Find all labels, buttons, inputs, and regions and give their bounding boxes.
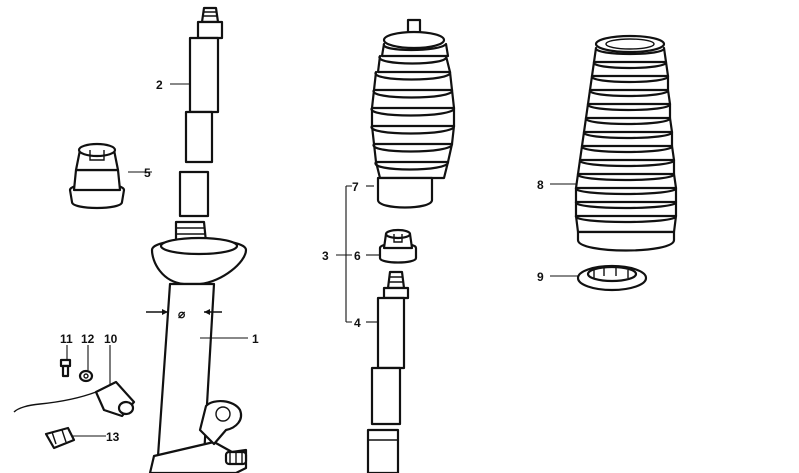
damper-insert-4 xyxy=(366,270,410,473)
callout-6: 6 xyxy=(354,249,361,263)
callout-5: 5 xyxy=(144,166,151,180)
callout-2: 2 xyxy=(156,78,163,92)
wear-sensor-10 xyxy=(13,380,136,418)
callout-9: 9 xyxy=(537,270,544,284)
callout-1: 1 xyxy=(252,332,259,346)
support-ring-9 xyxy=(576,264,648,292)
callout-7: 7 xyxy=(352,180,359,194)
callout-12: 12 xyxy=(81,332,95,346)
spring-seat-plate xyxy=(150,220,248,286)
protective-boot-8 xyxy=(574,34,678,252)
bolt-11 xyxy=(59,358,72,378)
callout-11: 11 xyxy=(60,332,73,346)
protective-boot-7 xyxy=(370,18,456,209)
steering-knuckle xyxy=(148,400,248,473)
callout-4: 4 xyxy=(354,316,361,330)
washer-12 xyxy=(78,369,94,383)
leader-lines xyxy=(66,83,578,437)
callout-8: 8 xyxy=(537,178,544,192)
bump-stop-6 xyxy=(378,228,418,264)
strut-rod-2 xyxy=(178,6,224,218)
callout-3: 3 xyxy=(322,249,329,263)
bump-stop-5 xyxy=(68,142,126,210)
callout-13: 13 xyxy=(106,430,120,444)
diameter-symbol: ⌀ xyxy=(178,307,186,321)
callout-10: 10 xyxy=(104,332,118,346)
clip-13 xyxy=(44,426,76,450)
